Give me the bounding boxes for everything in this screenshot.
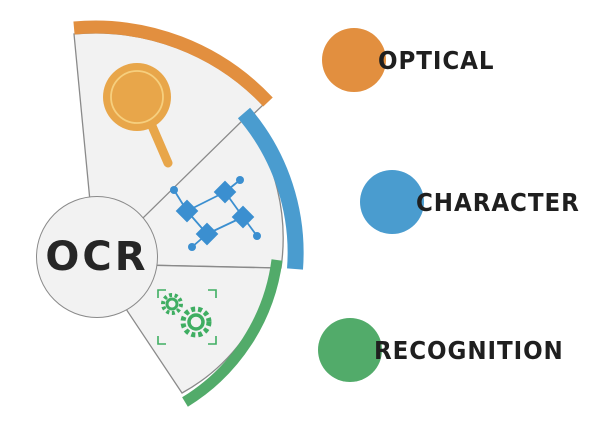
recognition-wedge-arc [182,259,283,407]
magnifier-icon [103,63,173,168]
character-wedge-arc [237,107,304,270]
term-recognition-label: RECOGNITION [374,335,564,365]
acronym-circle: OCR [36,196,158,318]
term-character: CHARACTER [360,170,594,234]
gears-icon [157,289,217,345]
recognition-dot [318,318,382,382]
optical-wedge-arc [73,20,273,107]
acronym-text: OCR [45,234,149,280]
optical-dot [322,28,386,92]
term-optical: OPTICAL [322,28,505,92]
character-dot [360,170,424,234]
term-character-label: CHARACTER [416,187,580,217]
term-recognition: RECOGNITION [318,318,580,382]
term-optical-label: OPTICAL [378,45,495,75]
